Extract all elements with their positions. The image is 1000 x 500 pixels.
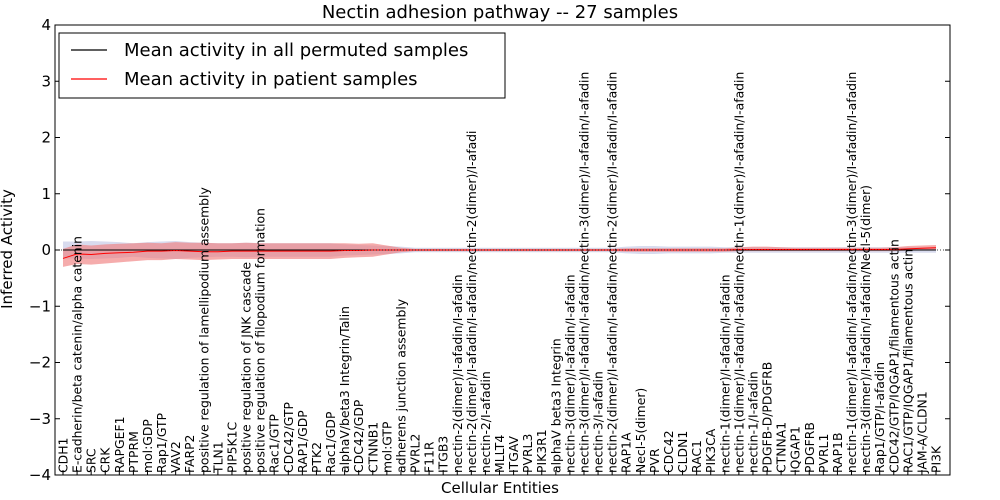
- chart-title: Nectin adhesion pathway -- 27 samples: [322, 2, 678, 23]
- x-category-label: VAV2: [168, 441, 183, 473]
- legend-label-patient: Mean activity in patient samples: [124, 69, 418, 90]
- x-category-label: RAP1B: [830, 433, 845, 473]
- x-category-label: PTK2: [309, 442, 324, 473]
- y-tick-label: 4: [41, 16, 51, 34]
- x-category-label: RAPGEF1: [112, 417, 127, 474]
- x-category-label: PTPRM: [126, 431, 141, 473]
- x-category-label: Rac1/GTP: [267, 413, 282, 473]
- x-category-label: PI3K: [929, 445, 944, 473]
- x-category-label: SRC: [84, 448, 99, 473]
- x-category-label: MLLT4: [492, 435, 507, 473]
- x-category-label: nectin-3/I-afadin: [591, 371, 606, 473]
- x-category-label: PVRL2: [408, 434, 423, 473]
- x-category-label: PVRL1: [816, 434, 831, 473]
- x-category-label: nectin-1(dimer)/I-afadin/I-afadin/nectin…: [844, 72, 859, 473]
- x-category-label: CDH1: [56, 438, 71, 473]
- x-category-label: CDC42/GTP/IQGAP1/filamentous actin: [886, 239, 901, 473]
- x-category-label: FARP2: [182, 435, 197, 473]
- x-category-label: nectin-3(dimer)/I-afadin/I-afadin/Necl-5…: [858, 185, 873, 473]
- x-category-label: F11R: [422, 441, 437, 473]
- x-category-label: PIK3R1: [534, 429, 549, 473]
- x-category-label: PIP5K1C: [224, 422, 239, 473]
- y-tick-label: −1: [29, 297, 51, 315]
- x-category-label: nectin-1/I-afadin: [745, 371, 760, 473]
- legend: Mean activity in all permuted samples Me…: [58, 32, 506, 99]
- legend-label-permuted: Mean activity in all permuted samples: [124, 40, 468, 61]
- x-category-label: E-cadherin/beta catenin/alpha catenin: [70, 236, 85, 473]
- y-tick-label: 1: [41, 185, 51, 203]
- x-category-label: nectin-3(dimer)/I-afadin/I-afadin: [562, 274, 577, 473]
- x-category-label: PDGFRB: [802, 422, 817, 473]
- x-category-label: nectin-2(dimer)/I-afadin/I-afadin/nectin…: [605, 72, 620, 473]
- x-category-label: RAP1A: [619, 432, 634, 473]
- y-axis-label: Inferred Activity: [0, 189, 16, 309]
- x-category-label: CTNNB1: [365, 422, 380, 473]
- x-category-label: CDC42/GTP: [281, 401, 296, 473]
- x-category-label: Rap1/GTP: [154, 412, 169, 473]
- x-category-label: adherens junction assembly: [393, 299, 408, 473]
- x-category-label: TLN1: [210, 441, 225, 474]
- band-layer: [63, 241, 936, 267]
- x-category-label: ITGAV: [506, 435, 521, 473]
- y-tick-label: 0: [41, 241, 51, 259]
- x-category-label: nectin-3(dimer)/I-afadin/I-afadin/nectin…: [576, 72, 591, 473]
- x-category-label: PDGFB-D/PDGFRB: [760, 362, 775, 473]
- x-category-label: alphaV beta3 Integrin: [548, 338, 563, 473]
- x-category-label: alphaV/beta3 Integrin/Talin: [337, 306, 352, 473]
- x-category-label: ITGB3: [436, 436, 451, 473]
- x-axis-label: Cellular Entities: [441, 479, 559, 497]
- y-tick-label: −3: [29, 410, 51, 428]
- x-category-label: JAM-A/CLDN1: [914, 391, 929, 474]
- x-category-label: RAC1: [689, 440, 704, 473]
- x-category-label: Rap1/GTP/I-afadin: [872, 362, 887, 473]
- x-category-label: Necl-5(dimer): [633, 388, 648, 473]
- x-category-label: nectin-2(dimer)/I-afadin/I-afadin/nectin…: [464, 131, 479, 473]
- x-category-label: RAP1/GDP: [295, 410, 310, 473]
- x-category-label: PVR: [647, 448, 662, 473]
- x-category-label: nectin-1(dimer)/I-afadin/I-afadin/nectin…: [731, 72, 746, 473]
- legend-box: [58, 32, 506, 99]
- x-category-label: positive regulation of filopodium format…: [253, 208, 268, 473]
- x-category-label: CDC42: [661, 430, 676, 473]
- x-category-label: nectin-2(dimer)/I-afadin/I-afadin: [450, 274, 465, 473]
- band-series-1: [63, 242, 936, 267]
- x-category-label: PVRL3: [520, 434, 535, 473]
- y-tick-label: 2: [41, 129, 51, 147]
- x-category-label: Rac1/GDP: [323, 411, 338, 473]
- x-category-label: CRK: [98, 447, 113, 473]
- plot-area: [54, 24, 951, 476]
- y-tick-label: −2: [29, 354, 51, 372]
- x-category-label: CLDN1: [675, 431, 690, 473]
- x-category-label: CDC42/GDP: [351, 399, 366, 473]
- x-category-label: IQGAP1: [788, 426, 803, 473]
- x-category-label: nectin-1(dimer)/I-afadin/I-afadin: [717, 274, 732, 473]
- y-axis-ticks: −4 −3 −2 −1 0 1 2 3 4: [29, 16, 950, 484]
- x-category-label: RAC1/GTP/IQGAP1/filamentous actin: [900, 249, 915, 473]
- x-category-label: mol:GDP: [140, 419, 155, 473]
- y-tick-label: −4: [29, 466, 51, 484]
- x-category-label: nectin-2/I-afadin: [478, 371, 493, 473]
- y-tick-label: 3: [41, 72, 51, 90]
- x-category-label: CTNNA1: [774, 422, 789, 473]
- x-category-label: positive regulation of lamellipodium ass…: [196, 187, 211, 473]
- x-category-label: mol:GTP: [379, 421, 394, 473]
- x-category-label: positive regulation of JNK cascade: [239, 262, 254, 473]
- x-category-label: PIK3CA: [703, 428, 718, 473]
